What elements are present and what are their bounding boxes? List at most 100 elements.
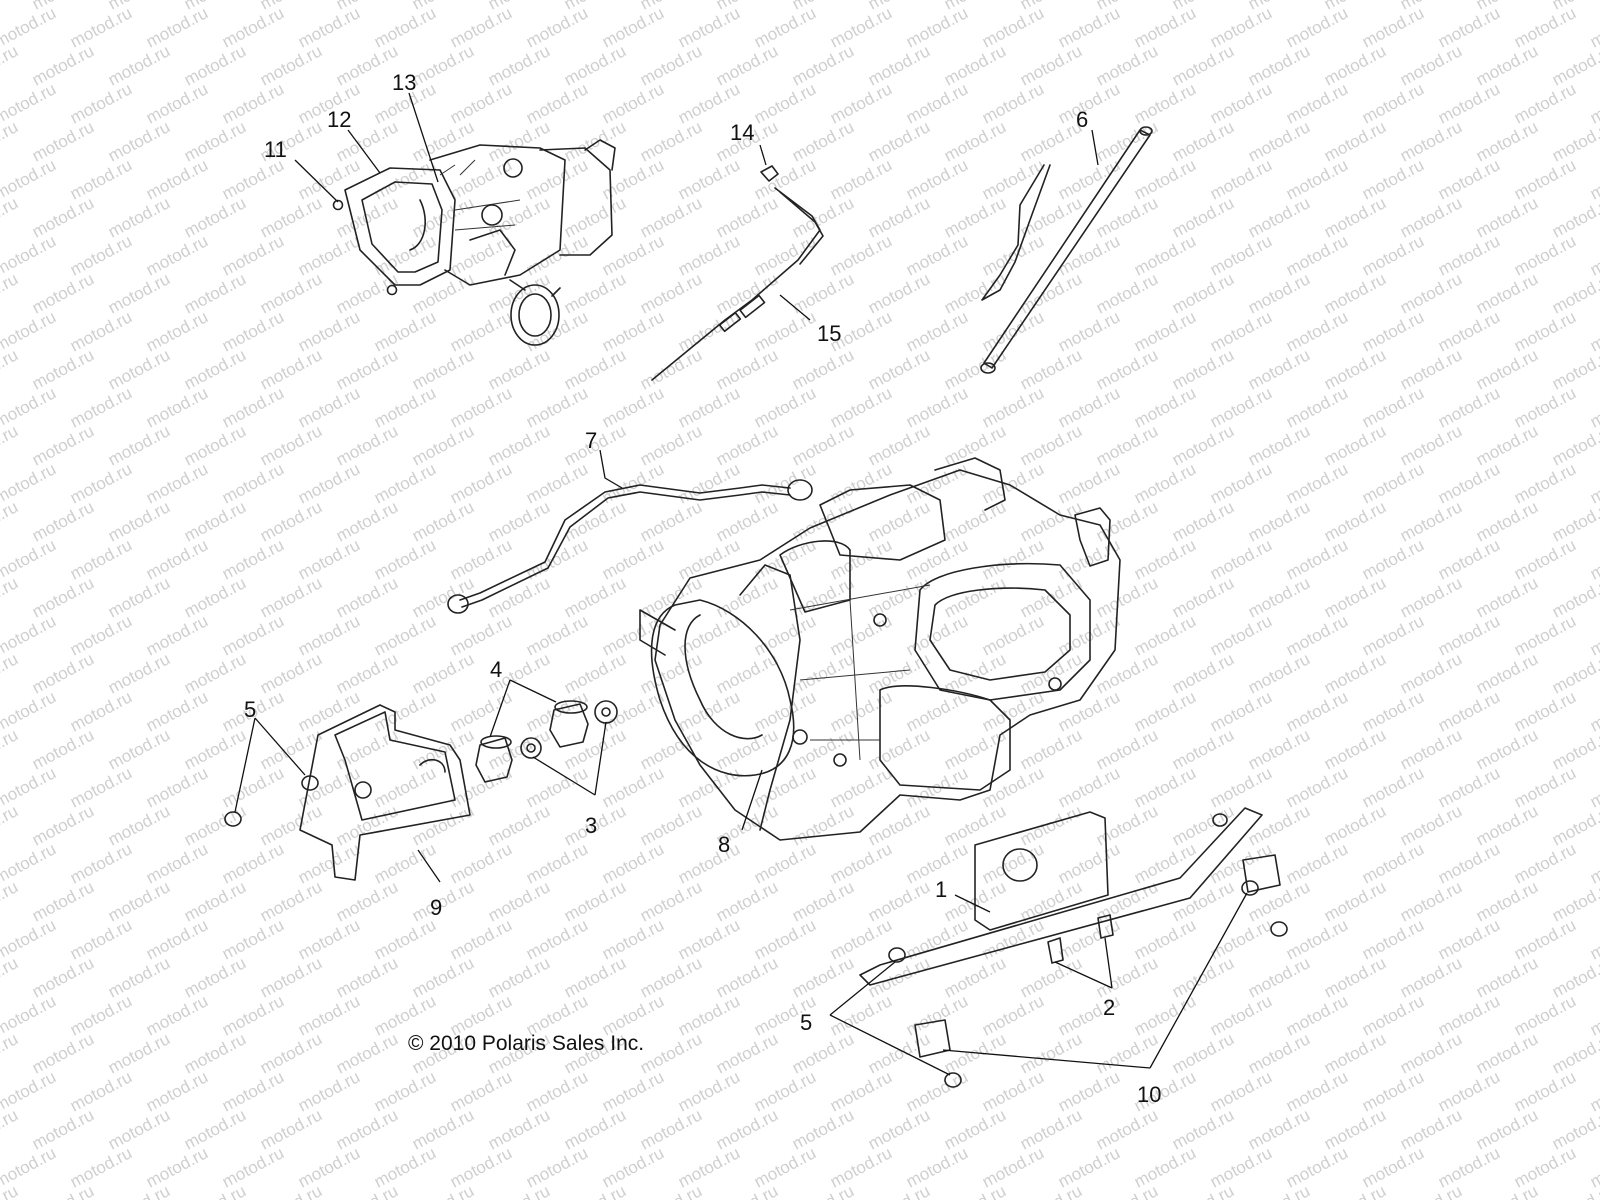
- watermark-text: motod.ru: [523, 611, 591, 659]
- watermark-text: motod.ru: [409, 269, 477, 317]
- watermark-text: motod.ru: [1131, 1143, 1199, 1191]
- watermark-text: motod.ru: [1093, 117, 1161, 165]
- watermark-text: motod.ru: [371, 611, 439, 659]
- watermark-text: motod.ru: [1131, 763, 1199, 811]
- watermark-text: motod.ru: [1245, 497, 1313, 545]
- callout-13: 13: [392, 70, 416, 95]
- watermark-text: motod.ru: [675, 3, 743, 51]
- watermark-text: motod.ru: [295, 687, 363, 735]
- watermark-text: motod.ru: [1473, 953, 1541, 1001]
- watermark-text: motod.ru: [865, 801, 933, 849]
- leader-lines: [234, 92, 1248, 1076]
- watermark-text: motod.ru: [713, 345, 781, 393]
- watermark-text: motod.ru: [1473, 649, 1541, 697]
- watermark-text: motod.ru: [523, 307, 591, 355]
- watermark-text: motod.ru: [675, 763, 743, 811]
- watermark-text: motod.ru: [485, 725, 553, 773]
- watermark-text: motod.ru: [333, 421, 401, 469]
- watermark-text: motod.ru: [219, 915, 287, 963]
- watermark-text: motod.ru: [979, 763, 1047, 811]
- watermark-text: motod.ru: [1511, 79, 1579, 127]
- watermark-text: motod.ru: [1017, 117, 1085, 165]
- watermark-text: motod.ru: [0, 801, 21, 849]
- watermark-text: motod.ru: [941, 193, 1009, 241]
- watermark-text: motod.ru: [1169, 421, 1237, 469]
- watermark-text: motod.ru: [295, 383, 363, 431]
- watermark-text: motod.ru: [447, 231, 515, 279]
- watermark-text: motod.ru: [637, 953, 705, 1001]
- watermark-text: motod.ru: [409, 877, 477, 925]
- watermark-text: motod.ru: [29, 41, 97, 89]
- watermark-text: motod.ru: [637, 269, 705, 317]
- watermark-text: motod.ru: [1321, 421, 1389, 469]
- watermark-text: motod.ru: [181, 269, 249, 317]
- watermark-text: motod.ru: [1283, 459, 1351, 507]
- watermark-text: motod.ru: [1397, 1105, 1465, 1153]
- watermark-text: motod.ru: [865, 1181, 933, 1200]
- watermark-text: motod.ru: [599, 79, 667, 127]
- watermark-text: motod.ru: [751, 307, 819, 355]
- watermark-text: motod.ru: [1511, 1143, 1579, 1191]
- watermark-text: motod.ru: [181, 41, 249, 89]
- watermark-text: motod.ru: [219, 79, 287, 127]
- watermark-text: motod.ru: [637, 497, 705, 545]
- watermark-text: motod.ru: [979, 535, 1047, 583]
- watermark-text: motod.ru: [865, 1029, 933, 1077]
- watermark-text: motod.ru: [105, 117, 173, 165]
- watermark-text: motod.ru: [1207, 991, 1275, 1039]
- watermark-text: motod.ru: [1017, 421, 1085, 469]
- watermark-text: motod.ru: [1283, 1067, 1351, 1115]
- watermark-text: motod.ru: [523, 915, 591, 963]
- watermark-text: motod.ru: [1131, 307, 1199, 355]
- watermark-text: motod.ru: [1321, 1181, 1389, 1200]
- watermark-text: motod.ru: [1587, 307, 1600, 355]
- watermark-text: motod.ru: [105, 1181, 173, 1200]
- watermark-text: motod.ru: [485, 117, 553, 165]
- watermark-text: motod.ru: [599, 155, 667, 203]
- watermark-text: motod.ru: [371, 307, 439, 355]
- watermark-text: motod.ru: [257, 269, 325, 317]
- watermark-text: motod.ru: [1245, 649, 1313, 697]
- watermark-text: motod.ru: [789, 117, 857, 165]
- watermark-text: motod.ru: [1435, 611, 1503, 659]
- watermark-text: motod.ru: [1549, 725, 1600, 773]
- rod-part-6: [980, 126, 1153, 374]
- watermark-text: motod.ru: [1587, 1143, 1600, 1191]
- watermark-text: motod.ru: [865, 497, 933, 545]
- watermark-text: motod.ru: [371, 839, 439, 887]
- watermark-text: motod.ru: [1511, 307, 1579, 355]
- watermark-text: motod.ru: [67, 839, 135, 887]
- watermark-text: motod.ru: [1131, 459, 1199, 507]
- watermark-text: motod.ru: [0, 269, 21, 317]
- watermark-text: motod.ru: [1359, 1067, 1427, 1115]
- watermark-text: motod.ru: [29, 1029, 97, 1077]
- watermark-text: motod.ru: [1359, 839, 1427, 887]
- watermark-text: motod.ru: [1359, 915, 1427, 963]
- watermark-text: motod.ru: [523, 535, 591, 583]
- watermark-text: motod.ru: [333, 649, 401, 697]
- watermark-text: motod.ru: [1435, 231, 1503, 279]
- watermark-text: motod.ru: [903, 611, 971, 659]
- watermark-text: motod.ru: [1017, 1029, 1085, 1077]
- watermark-text: motod.ru: [599, 1067, 667, 1115]
- watermark-text: motod.ru: [1549, 41, 1600, 89]
- watermark-text: motod.ru: [257, 345, 325, 393]
- watermark-text: motod.ru: [1093, 269, 1161, 317]
- watermark-text: motod.ru: [713, 269, 781, 317]
- watermark-text: motod.ru: [1245, 421, 1313, 469]
- watermark-text: motod.ru: [827, 79, 895, 127]
- watermark-text: motod.ru: [561, 117, 629, 165]
- watermark-text: motod.ru: [941, 1105, 1009, 1153]
- watermark-text: motod.ru: [713, 1029, 781, 1077]
- watermark-text: motod.ru: [1055, 839, 1123, 887]
- watermark-text: motod.ru: [29, 421, 97, 469]
- watermark-text: motod.ru: [865, 269, 933, 317]
- watermark-text: motod.ru: [105, 41, 173, 89]
- watermark-text: motod.ru: [1169, 725, 1237, 773]
- watermark-text: motod.ru: [1435, 535, 1503, 583]
- watermark-text: motod.ru: [979, 687, 1047, 735]
- watermark-text: motod.ru: [29, 801, 97, 849]
- watermark-text: motod.ru: [1093, 801, 1161, 849]
- watermark-text: motod.ru: [1055, 155, 1123, 203]
- watermark-text: motod.ru: [979, 3, 1047, 51]
